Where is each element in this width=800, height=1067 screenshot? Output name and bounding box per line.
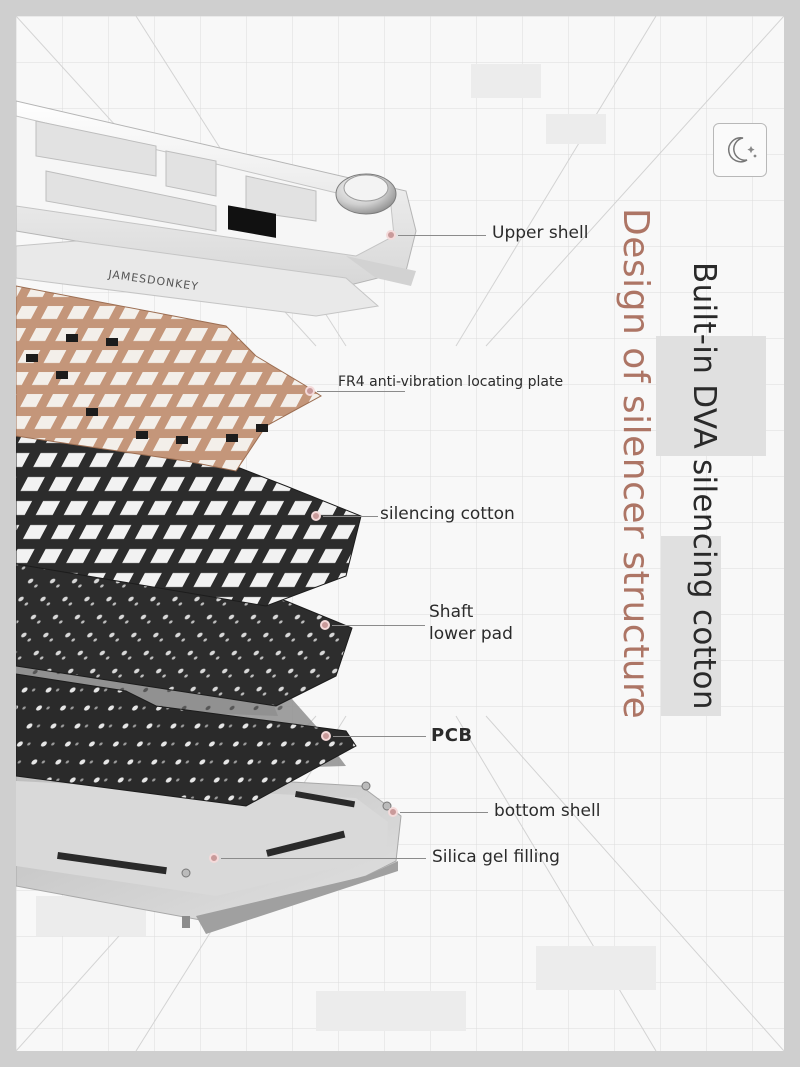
- silica-gel-line: [221, 858, 426, 859]
- upper-shell-layer: [16, 100, 417, 317]
- pcb-layer: [16, 673, 357, 807]
- bottom-shell-dot: [388, 807, 398, 817]
- silencing-cotton-line: [323, 516, 378, 517]
- shaft-lower-pad-label-line2: lower pad: [429, 624, 513, 644]
- bottom-shell-line: [400, 812, 488, 813]
- bottom-shell-label: bottom shell: [494, 801, 601, 821]
- upper-shell-dot: [386, 230, 396, 240]
- pcb-line: [333, 736, 426, 737]
- silencing-cotton-dot: [311, 511, 321, 521]
- shaft-lower-pad-dot: [320, 620, 330, 630]
- fr4-plate-dot: [305, 386, 315, 396]
- silica-gel-label: Silica gel filling: [432, 847, 560, 867]
- pcb-label: PCB: [431, 725, 473, 746]
- vertical-subtitle: Built-in DVA silencing cotton: [686, 262, 722, 710]
- exploded-keyboard-illustration: [16, 16, 784, 1051]
- vertical-title: Design of silencer structure: [615, 208, 656, 720]
- silica-gel-dot: [209, 853, 219, 863]
- pcb-dot: [321, 731, 331, 741]
- moon-stars-icon: [713, 123, 767, 177]
- fr4-plate-layer: [16, 285, 322, 472]
- shaft-lower-pad-line: [332, 625, 425, 626]
- product-canvas: JAMESDONKEY Design of silencer structure…: [16, 16, 784, 1051]
- shaft-lower-pad-label-line1: Shaft: [429, 602, 474, 622]
- fr4-plate-line: [317, 391, 405, 392]
- upper-shell-label: Upper shell: [492, 223, 589, 243]
- bottom-shell-layer: [16, 765, 402, 934]
- silencing-cotton-label: silencing cotton: [380, 504, 515, 524]
- fr4-plate-label: FR4 anti-vibration locating plate: [338, 374, 564, 390]
- upper-shell-line: [398, 235, 486, 236]
